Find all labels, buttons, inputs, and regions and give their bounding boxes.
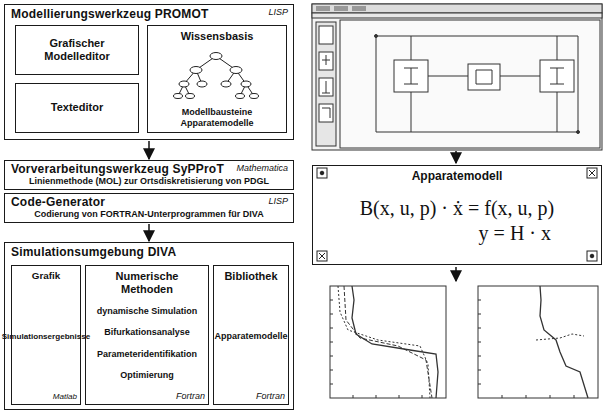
body-text: Apparatemodelle xyxy=(214,331,287,342)
lang-text: Matlab xyxy=(53,392,77,401)
flow-arrow xyxy=(148,141,150,159)
tag-text: LISP xyxy=(268,7,288,17)
head-text: Apparatemodell xyxy=(412,169,503,183)
window-icons xyxy=(317,168,597,261)
tag-text: LISP xyxy=(268,196,288,206)
body-text: Simulationsergebnisse xyxy=(2,332,91,342)
title-text: Modellierungswerkzeug PROMOT xyxy=(11,7,287,21)
body-text: Modellbausteine Apparatemodelle xyxy=(151,107,283,130)
tag-text: Mathematica xyxy=(236,163,288,173)
body-text: Optimierung xyxy=(120,370,174,381)
eq2-text: y = H · x xyxy=(479,222,551,245)
lang-text: Fortran xyxy=(256,391,285,401)
knowledge-tree xyxy=(174,53,259,99)
sub-text: Wissensbasis xyxy=(181,30,254,43)
model-box: ApparatemodellB(x, u, p) · ẋ = f(x, u, p… xyxy=(312,165,602,265)
flow-arrow xyxy=(148,224,150,241)
body-text: Parameteridentifikation xyxy=(97,349,197,360)
body-text: Linienmethode (MOL) zur Ortsdiskretisier… xyxy=(11,176,287,187)
sub-text: Numerische Methoden xyxy=(89,270,205,296)
sub-text: Bibliothek xyxy=(224,270,277,283)
body-text: dynamische Simulation xyxy=(97,306,198,317)
knowledge-box: WissensbasisModellbausteine Apparatemode… xyxy=(147,25,287,133)
module-box: Numerische Methoden dynamische Simulation… xyxy=(85,265,209,405)
tool-frame: Modellierungswerkzeug PROMOTLISP Grafisch… xyxy=(4,4,294,140)
tool-band: Vorverarbeitungswerkzeug SyPProTMathemat… xyxy=(4,160,294,190)
editor-screenshot xyxy=(312,4,602,150)
sub-text: Grafik xyxy=(32,270,61,282)
flow-arrow xyxy=(455,151,457,163)
title-text: Code-Generator xyxy=(11,195,287,209)
eq-text: B(x, u, p) · ẋ = f(x, u, p) xyxy=(360,197,555,220)
flow-arrow xyxy=(455,267,457,281)
module-box: BibliothekApparatemodelleFortran xyxy=(213,265,289,405)
result-plot xyxy=(478,286,598,398)
module-box: GrafikSimulationsergebnisseMatlab xyxy=(11,265,81,405)
body-text: Codierung von FORTRAN-Unterprogrammen fü… xyxy=(11,209,287,220)
body-text: Bifurkationsanalyse xyxy=(104,327,190,338)
result-plot xyxy=(330,286,446,398)
simulation-frame: Simulationsumgebung DIVAGrafikSimulation… xyxy=(4,242,294,410)
sub-text: Texteditor xyxy=(51,101,103,114)
editor-box: Texteditor xyxy=(15,83,139,133)
editor-box: Grafischer Modelleditor xyxy=(15,25,139,75)
lang-text: Fortran xyxy=(176,391,205,401)
title-text: Simulationsumgebung DIVA xyxy=(11,245,287,259)
sub-text: Grafischer Modelleditor xyxy=(20,37,134,63)
tool-band: Code-GeneratorLISP Codierung von FORTRAN-… xyxy=(4,193,294,223)
